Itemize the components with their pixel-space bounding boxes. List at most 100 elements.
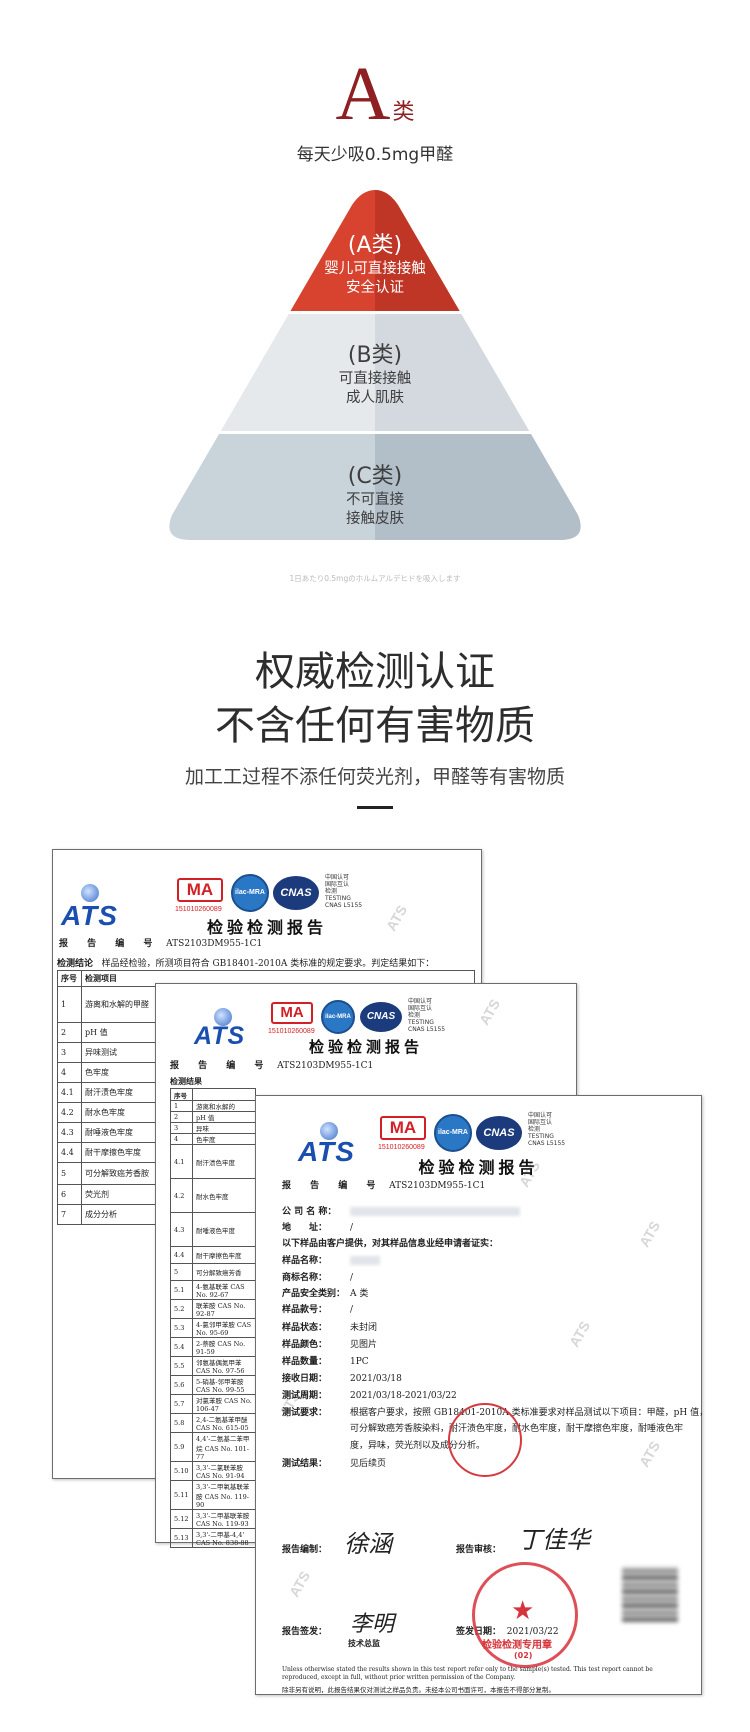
row-no: 2: [170, 1111, 193, 1123]
ma-mark: MA: [271, 1002, 313, 1024]
row-no: 4.3: [170, 1212, 193, 1247]
tier-a: (A类) 婴儿可直接接触 安全认证: [0, 232, 750, 298]
row-item: 4,4'-二氨基二苯甲烷 CAS No. 101-77: [192, 1432, 256, 1462]
compiler-signature: 徐涵: [344, 1530, 392, 1558]
field-row: 商标名称： /: [282, 1270, 353, 1283]
field-row: 测试要求：根据客户要求，按照 GB18401-2010A 类标准要求对样品测试以…: [282, 1405, 708, 1418]
watermark: ATS: [635, 1438, 664, 1470]
row-item: 游离和水解的: [192, 1100, 256, 1112]
pyramid-note: 1日あたり0.5mgのホルムアルデヒドを吸入します: [289, 574, 461, 583]
field-label: 接收日期：: [282, 1374, 328, 1384]
ats-logo: ATS: [194, 1022, 246, 1050]
field-row: 样品状态：未封闭: [282, 1320, 377, 1333]
seal-number: (02): [514, 1651, 533, 1660]
row-no: 4.1: [170, 1144, 193, 1179]
headline-1: 权威检测认证: [255, 649, 495, 695]
headline-2: 不含任何有害物质: [215, 703, 535, 749]
redacted-value: [350, 1207, 520, 1216]
field-label: 样品颜色：: [282, 1340, 328, 1350]
row-item: 5-硝基-邻甲苯胺 CAS No. 99-55: [192, 1375, 256, 1395]
field-value: 2021/03/18: [350, 1374, 402, 1384]
disclaimer-en: Unless otherwise stated the results show…: [282, 1666, 653, 1681]
row-item: 对氯苯胺 CAS No. 106-47: [192, 1394, 256, 1414]
row-item: 3,3'-二甲基-4,4' CAS No. 838-88: [192, 1528, 256, 1548]
ilac-badge: ilac-MRA: [231, 874, 269, 912]
ilac-badge: ilac-MRA: [434, 1114, 472, 1152]
row-no: 4.4: [57, 1142, 82, 1163]
reviewer-signature: 丁佳华: [518, 1526, 590, 1554]
field-row: 产品安全类别： A 类: [282, 1286, 368, 1299]
field-label: 公 司 名 称：: [282, 1207, 337, 1217]
field-row: 测试结果：见后续页: [282, 1456, 386, 1469]
watermark: ATS: [285, 1568, 314, 1600]
row-item: 联苯胺 CAS No. 92-87: [192, 1299, 256, 1319]
row-item: 耐水色牢度: [192, 1178, 256, 1213]
tier-b-class: (B类): [347, 343, 403, 368]
row-no: 3: [57, 1042, 82, 1063]
issuer-row: 报告签发：: [282, 1627, 328, 1637]
report-title: 检验检测报告: [308, 1038, 423, 1056]
row-no: 4: [57, 1062, 82, 1083]
field-value: /: [350, 1305, 354, 1315]
row-no: 5.1: [170, 1280, 193, 1300]
hero-letter: A: [335, 52, 391, 136]
row-item: 可分解致癌芳香: [192, 1263, 256, 1281]
tier-c-line1: 不可直接: [346, 492, 404, 508]
field-label: 测试要求：: [282, 1408, 328, 1418]
row-no: 4.2: [57, 1102, 82, 1123]
ats-logo: ATS: [298, 1136, 355, 1167]
field-row: 接收日期： 2021/03/18: [282, 1371, 402, 1384]
row-no: 3: [170, 1122, 193, 1134]
hero-title: A类: [0, 56, 750, 132]
row-no: 1: [57, 986, 82, 1023]
field-row: 以下样品由客户提供，对其样品信息业经申请者证实：: [282, 1236, 498, 1249]
row-no: 5.3: [170, 1318, 193, 1338]
row-no: 5.4: [170, 1337, 193, 1357]
ats-globe-icon: [320, 1122, 338, 1140]
field-label: 样品数量：: [282, 1357, 328, 1367]
cnas-badge: CNAS: [476, 1116, 522, 1150]
row-no: 2: [57, 1022, 82, 1043]
tier-b: (B类) 可直接接触 成人肌肤: [0, 342, 750, 408]
row-item: 2-萘胺 CAS No. 91-59: [192, 1337, 256, 1357]
row-no: 5.9: [170, 1432, 193, 1462]
field-label: 商标名称：: [282, 1273, 328, 1283]
row-no: 5.12: [170, 1509, 193, 1529]
tier-a-line1: 婴儿可直接接触: [324, 261, 426, 277]
cnas-badge: CNAS: [360, 1002, 402, 1032]
report-number: 报 告 编 号 ATS2103DM955-1C1: [282, 1181, 486, 1191]
tier-c-class: (C类): [347, 464, 403, 489]
row-no: 5.8: [170, 1413, 193, 1433]
field-value: A 类: [350, 1289, 369, 1299]
row-no: 5.6: [170, 1375, 193, 1395]
watermark: ATS: [565, 1318, 594, 1350]
tier-a-class: (A类): [347, 233, 403, 258]
cnas-note: 中国认可 国际互认 检测 TESTING CNAS L5155: [408, 998, 446, 1033]
highlight-circle: [448, 1403, 522, 1477]
seal-text: 检验检测专用章: [482, 1640, 552, 1651]
issuer-title: 技术总监: [348, 1638, 380, 1648]
field-row: 公 司 名 称：: [282, 1204, 520, 1217]
hero-letter-suffix: 类: [392, 100, 415, 125]
col-no: 序号: [170, 1088, 193, 1101]
report-title: 检验检测报告: [206, 918, 327, 937]
field-label: 产品安全类别：: [282, 1289, 346, 1299]
row-item: 耐干摩擦色牢度: [192, 1246, 256, 1264]
field-label: 以下样品由客户提供，对其样品信息业经申请者证实：: [282, 1239, 499, 1249]
row-no: 5.2: [170, 1299, 193, 1319]
field-value: /: [350, 1273, 354, 1283]
cnas-note: 中国认可 国际互认 检测 TESTING CNAS L5155: [528, 1112, 566, 1147]
row-no: 5: [170, 1263, 193, 1281]
ma-number: 151010260089: [175, 906, 222, 913]
reviewer-row: 报告审核：: [456, 1545, 502, 1555]
